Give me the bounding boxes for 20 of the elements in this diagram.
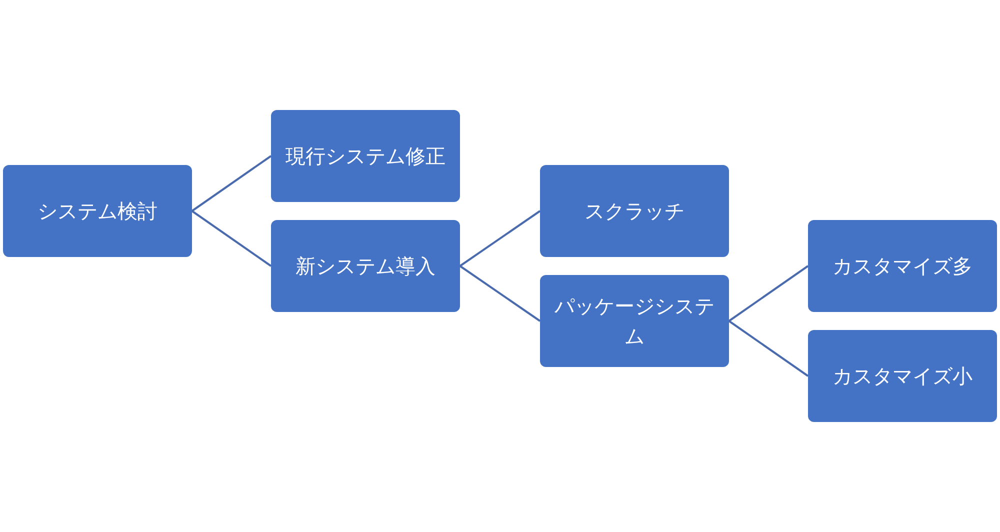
process-box	[271, 220, 460, 312]
connector-line	[191, 210, 272, 267]
box-label: 新システム導入	[296, 253, 436, 280]
box-label: カスタマイズ多	[832, 253, 972, 280]
process-box	[3, 165, 192, 257]
connector-line	[728, 265, 809, 322]
process-box	[271, 110, 460, 202]
process-box	[808, 220, 997, 312]
connector-line	[191, 155, 272, 212]
box-label: システム検討	[38, 198, 158, 225]
connector-line	[459, 265, 541, 322]
process-box	[540, 165, 729, 257]
box-label: 現行システム修正	[286, 143, 446, 170]
box-label: パッケージシステム	[554, 293, 716, 350]
process-box	[540, 275, 729, 367]
process-box	[808, 330, 997, 422]
connector-line	[728, 320, 809, 377]
box-label: カスタマイズ小	[832, 363, 972, 390]
connector-line	[459, 210, 541, 267]
box-label: スクラッチ	[584, 198, 684, 225]
